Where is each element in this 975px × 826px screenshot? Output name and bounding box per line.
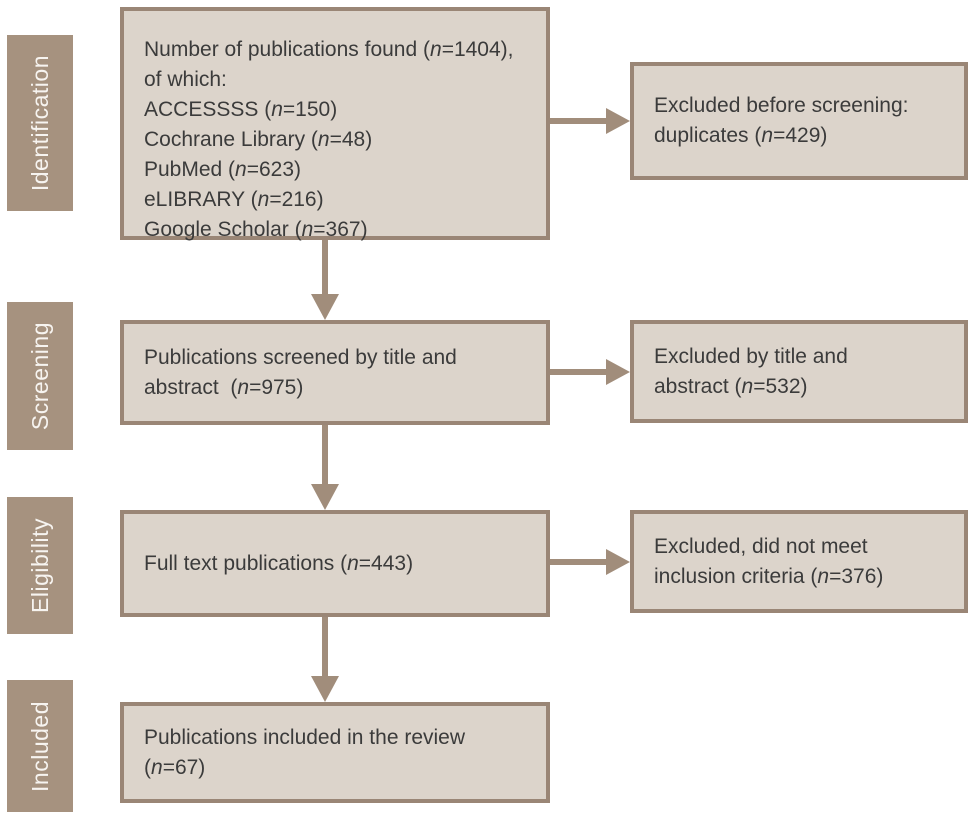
box-text: Number of publications found (n=1404),of… <box>144 38 514 241</box>
box-text: Publications included in the review(n=67… <box>144 725 466 779</box>
stage-label-text: Identification <box>26 54 53 192</box>
side-box-excluded-duplicates: Excluded before screening:duplicates (n=… <box>630 62 968 180</box>
box-text: Excluded before screening:duplicates (n=… <box>654 94 909 147</box>
arrow-head-right-icon <box>606 359 630 385</box>
stage-label-text: Included <box>26 700 53 792</box>
arrow-head-right-icon <box>606 549 630 575</box>
arrow-stem <box>550 559 608 565</box>
arrow-stem <box>550 118 608 124</box>
arrow-head-down-icon <box>311 294 339 320</box>
main-box-included-in-review: Publications included in the review(n=67… <box>120 702 550 803</box>
box-text: Full text publications (n=443) <box>144 551 414 575</box>
stage-label-text: Eligibility <box>26 518 53 613</box>
arrow-stem <box>322 425 328 486</box>
stage-label-included: Included <box>7 680 73 812</box>
arrow-stem <box>550 369 608 375</box>
arrow-head-right-icon <box>606 108 630 134</box>
stage-label-screening: Screening <box>7 302 73 450</box>
stage-label-eligibility: Eligibility <box>7 497 73 634</box>
arrow-head-down-icon <box>311 484 339 510</box>
main-box-full-text: Full text publications (n=443) <box>120 510 550 617</box>
stage-label-text: Screening <box>26 321 53 431</box>
arrow-stem <box>322 240 328 296</box>
arrow-head-down-icon <box>311 676 339 702</box>
arrow-stem <box>322 617 328 677</box>
main-box-publications-found: Number of publications found (n=1404),of… <box>120 7 550 241</box>
stage-label-identification: Identification <box>7 35 73 211</box>
